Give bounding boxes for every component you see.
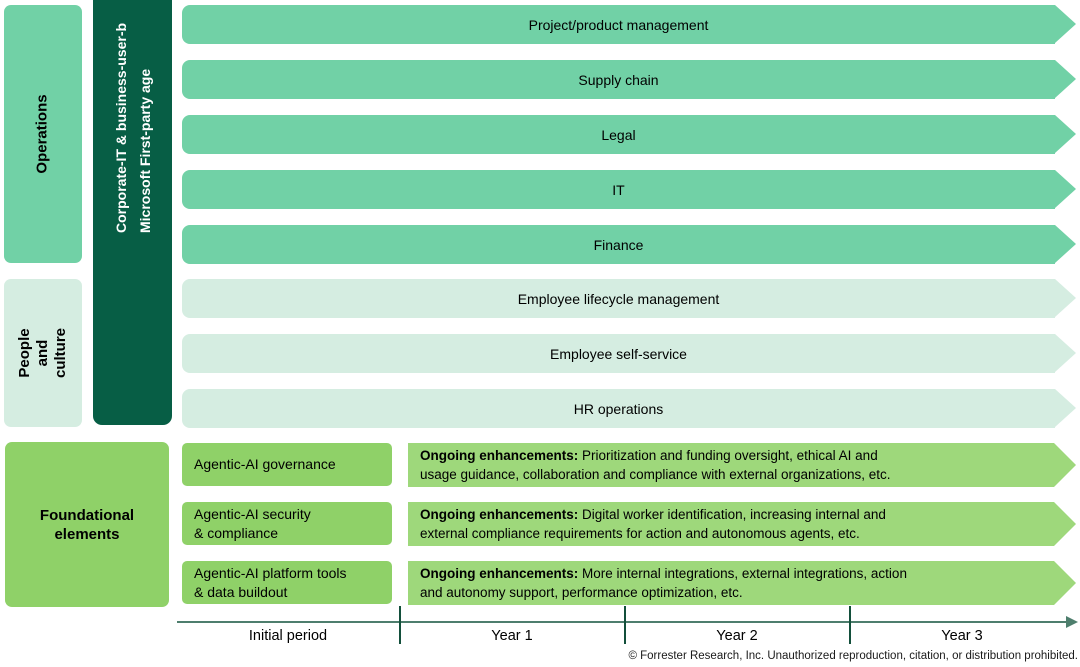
bar-body: IT [182,170,1055,209]
bar-label: Employee self-service [550,345,687,362]
bar-body: Legal [182,115,1055,154]
roadmap-bar-legal: Legal [182,115,1076,154]
arrow-body: Ongoing enhancements: Digital worker ide… [408,502,1054,546]
bar-body: Supply chain [182,60,1055,99]
bar-arrow-tip [1055,170,1076,208]
bar-arrow-tip [1054,443,1076,487]
section-foundational-label: Foundational elements [39,506,135,543]
axis-tick-year2 [624,606,626,644]
bar-arrow-tip [1054,502,1076,546]
bar-label: Legal [601,126,636,143]
bar-arrow-tip [1055,115,1076,153]
bar-arrow-tip [1055,60,1076,98]
roadmap-bar-finance: Finance [182,225,1076,264]
axis-arrowhead-icon [1066,616,1078,628]
foundational-arrow-platform-tools: Ongoing enhancements: More internal inte… [408,561,1076,605]
axis-label-initial-period: Initial period [248,628,328,644]
ongoing-enhancements-text: Ongoing enhancements: Prioritization and… [420,448,891,482]
foundational-arrow-security-compliance: Ongoing enhancements: Digital worker ide… [408,502,1076,546]
bar-label: HR operations [573,400,664,417]
foundational-arrow-governance: Ongoing enhancements: Prioritization and… [408,443,1076,487]
axis-label-year2: Year 2 [716,628,758,644]
vertical-banner-label: Corporate-IT & business-user-b Microsoft… [113,22,153,233]
ongoing-enhancements-text: Ongoing enhancements: More internal inte… [420,566,907,600]
vertical-banner: Corporate-IT & business-user-b Microsoft… [93,0,172,425]
bar-arrow-tip [1055,225,1076,263]
foundational-box-governance: Agentic-AI governance [182,443,392,486]
roadmap-bar-hr-operations: HR operations [182,389,1076,428]
foundational-box-security-compliance: Agentic-AI security & compliance [182,502,392,545]
copyright-notice: © Forrester Research, Inc. Unauthorized … [628,650,1078,662]
bar-arrow-tip [1055,389,1076,427]
section-foundational-box: Foundational elements [5,442,169,607]
section-operations-box: Operations [4,5,82,263]
bar-label: IT [612,181,625,198]
bar-label: Project/product management [528,16,709,33]
bar-arrow-tip [1054,561,1076,605]
arrow-body: Ongoing enhancements: Prioritization and… [408,443,1054,487]
section-people-culture-box: People and culture [4,279,82,427]
section-operations-label: Operations [34,94,51,174]
axis-tick-year1 [399,606,401,644]
bar-body: Project/product management [182,5,1055,44]
foundational-box-platform-tools: Agentic-AI platform tools & data buildou… [182,561,392,604]
roadmap-bar-project-product-management: Project/product management [182,5,1076,44]
bar-body: Employee lifecycle management [182,279,1055,318]
axis-label-year3: Year 3 [941,628,983,644]
roadmap-bar-it: IT [182,170,1076,209]
bar-label: Supply chain [578,71,659,88]
bar-arrow-tip [1055,334,1076,372]
bar-label: Employee lifecycle management [517,290,720,307]
bar-body: Employee self-service [182,334,1055,373]
bar-arrow-tip [1055,5,1076,43]
timeline-axis-line [177,621,1068,623]
bar-arrow-tip [1055,279,1076,317]
roadmap-bar-employee-self-service: Employee self-service [182,334,1076,373]
arrow-body: Ongoing enhancements: More internal inte… [408,561,1054,605]
bar-body: Finance [182,225,1055,264]
ongoing-enhancements-text: Ongoing enhancements: Digital worker ide… [420,507,886,541]
bar-label: Finance [593,236,644,253]
bar-body: HR operations [182,389,1055,428]
roadmap-bar-employee-lifecycle-management: Employee lifecycle management [182,279,1076,318]
axis-label-year1: Year 1 [491,628,533,644]
axis-tick-year3 [849,606,851,644]
section-people-culture-label: People and culture [16,328,69,379]
roadmap-bar-supply-chain: Supply chain [182,60,1076,99]
